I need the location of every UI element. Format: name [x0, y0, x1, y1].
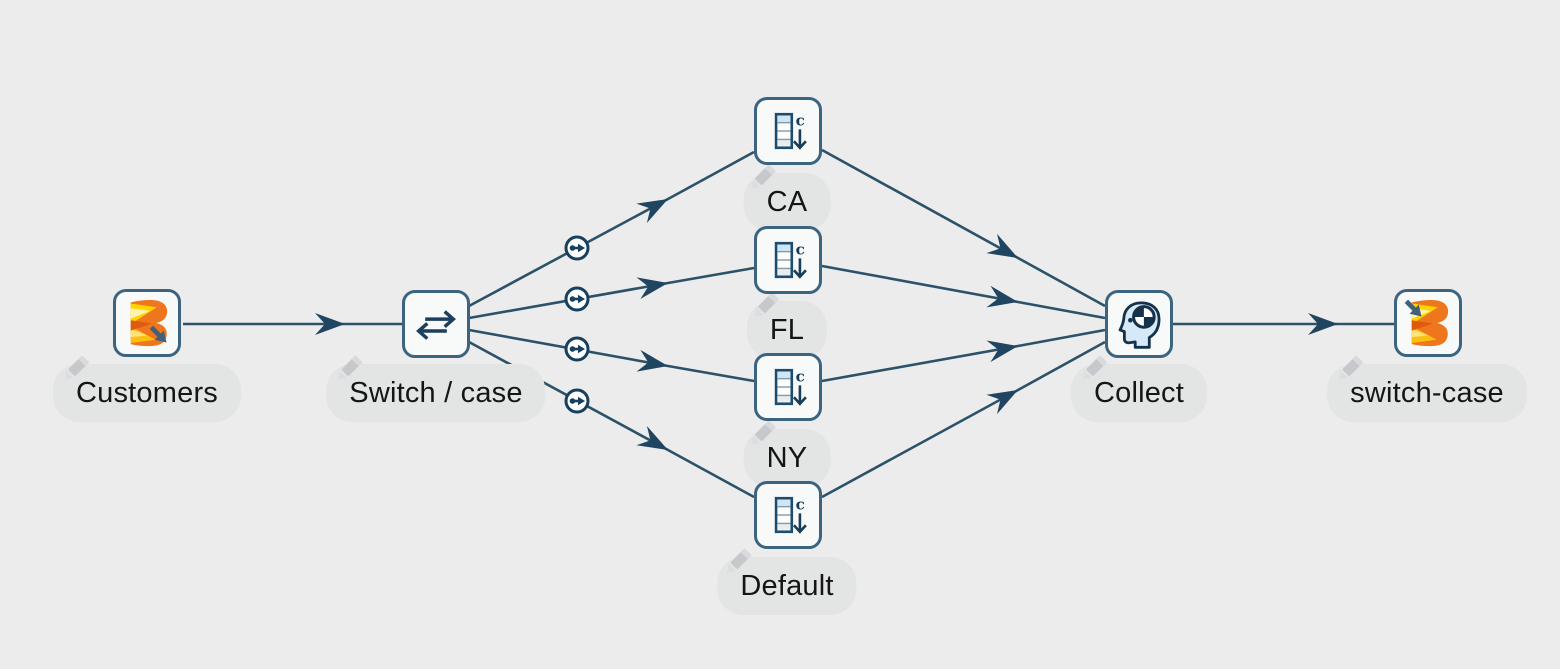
node-label-text: CA [766, 185, 808, 218]
head-target-icon [1118, 301, 1161, 349]
column-sort-icon: c [774, 112, 807, 150]
dot-arrow-icon[interactable] [564, 235, 590, 261]
dot-arrow-icon[interactable] [564, 388, 590, 414]
node-customers[interactable] [113, 289, 181, 357]
swap-arrows-icon [416, 310, 456, 340]
export-arrow-icon [149, 325, 167, 343]
svg-text:c: c [796, 241, 805, 259]
node-case-ny[interactable]: c [754, 353, 822, 421]
column-sort-icon: c [774, 368, 807, 406]
node-label-case-ca[interactable]: CA [743, 164, 831, 231]
node-label-text: Collect [1093, 376, 1185, 409]
edge-switch-case-ca[interactable] [468, 150, 755, 308]
node-label-text: Switch / case [349, 376, 523, 409]
import-arrow-icon [1404, 299, 1422, 317]
node-case-fl[interactable]: c [754, 226, 822, 294]
node-case-default[interactable]: c [754, 481, 822, 549]
column-sort-icon: c [774, 496, 807, 534]
node-output-switch-case[interactable] [1394, 289, 1462, 357]
node-label-customers[interactable]: Customers [53, 355, 241, 422]
node-collect[interactable] [1105, 290, 1173, 358]
node-label-switch-case[interactable]: Switch / case [326, 355, 546, 422]
node-case-ca[interactable]: c [754, 97, 822, 165]
column-sort-icon: c [774, 241, 807, 279]
node-label-collect[interactable]: Collect [1070, 355, 1208, 422]
edge-case-ny-collect[interactable] [821, 328, 1106, 383]
node-label-case-default[interactable]: Default [717, 548, 857, 615]
node-label-text: FL [769, 313, 805, 346]
node-label-text: switch-case [1350, 376, 1504, 409]
svg-text:c: c [796, 112, 805, 130]
svg-text:c: c [796, 496, 805, 514]
dot-arrow-icon[interactable] [564, 286, 590, 312]
node-label-case-ny[interactable]: NY [743, 420, 831, 487]
node-label-text: NY [766, 441, 808, 474]
b-logo-import-icon [130, 300, 168, 347]
b-logo-export-icon [1404, 299, 1449, 347]
svg-text:c: c [796, 368, 805, 386]
node-label-text: Default [740, 569, 834, 602]
edge-case-ca-collect[interactable] [821, 148, 1106, 308]
edge-switch-case-fl[interactable] [468, 266, 755, 320]
edge-case-fl-collect[interactable] [821, 264, 1106, 320]
node-switch-case[interactable] [402, 290, 470, 358]
edge-case-default-collect[interactable] [821, 340, 1106, 499]
dot-arrow-icon[interactable] [564, 336, 590, 362]
node-label-case-fl[interactable]: FL [746, 292, 828, 359]
node-label-output-switch-case[interactable]: switch-case [1327, 355, 1527, 422]
edge-switch-case-ny[interactable] [468, 328, 755, 383]
node-label-text: Customers [76, 376, 218, 409]
case-port-badges [564, 235, 590, 414]
